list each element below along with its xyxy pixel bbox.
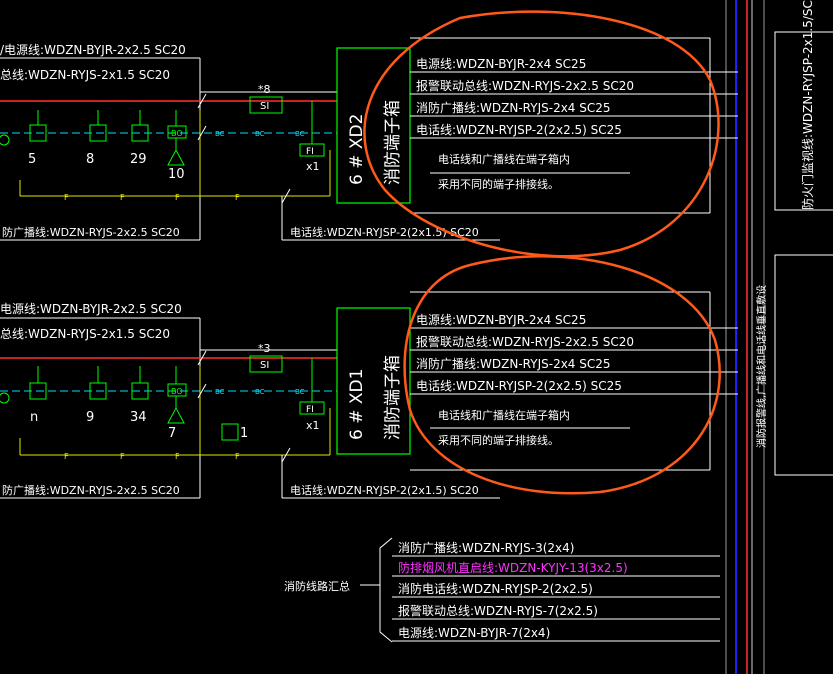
bc-label: BC xyxy=(295,388,305,396)
annotation-circle-upper xyxy=(363,10,720,258)
device-count: 7 xyxy=(168,426,176,441)
upper-right-label: 电源线:WDZN-BYJR-2x4 SC25 xyxy=(416,57,586,71)
annotation-circle-lower xyxy=(403,255,721,495)
upper-bottom-right-label: 电话线:WDZN-RYJSP-2(2x1.5) SC20 xyxy=(290,225,479,239)
si-count: *3 xyxy=(258,342,271,355)
si-module xyxy=(249,355,283,373)
f-label: F xyxy=(120,452,125,461)
summary-title: 消防线路汇总 xyxy=(284,579,350,593)
bo-label: BO xyxy=(171,387,183,396)
lower-right-label: 消防广播线:WDZN-RYJS-2x4 SC25 xyxy=(416,356,611,371)
upper-left-label-2: 总线:WDZN-RYJS-2x1.5 SC20 xyxy=(0,68,170,82)
box-sub: 消防端子箱 xyxy=(383,100,403,185)
box-name: 6 # XD2 xyxy=(347,114,367,185)
bc-label: BC xyxy=(215,388,225,396)
lower-right-label: 电话线:WDZN-RYJSP-2(2x2.5) SC25 xyxy=(416,379,622,393)
device-circle-icon xyxy=(0,392,10,404)
summary-line: 消防广播线:WDZN-RYJS-3(2x4) xyxy=(398,540,574,555)
f-label: F xyxy=(64,193,69,202)
si-label: SI xyxy=(260,360,269,371)
device-count: 9 xyxy=(86,410,94,425)
riser-mid-text: 消防报警线,广播线和电话线垂直敷设 xyxy=(755,285,768,448)
lower-note-2: 采用不同的端子排接线。 xyxy=(438,433,559,447)
device-count: 5 xyxy=(28,152,36,167)
device-count: n xyxy=(30,410,38,425)
terminal-box-xd1 xyxy=(336,307,411,455)
summary-line: 消防电话线:WDZN-RYJSP-2(2x2.5) xyxy=(398,581,593,596)
box-sub: 消防端子箱 xyxy=(383,355,403,440)
device-circle-icon xyxy=(0,134,10,146)
bo-label: BO xyxy=(171,129,183,138)
f-label: F xyxy=(64,452,69,461)
f-label: F xyxy=(120,193,125,202)
riser-lines xyxy=(725,0,765,674)
upper-right-label: 电话线:WDZN-RYJSP-2(2x2.5) SC25 xyxy=(416,123,622,137)
lower-left-label-2: 总线:WDZN-RYJS-2x1.5 SC20 xyxy=(0,327,170,341)
si-label: SI xyxy=(260,101,269,112)
lower-bottom-right-label: 电话线:WDZN-RYJSP-2(2x1.5) SC20 xyxy=(290,483,479,497)
bc-label: BC xyxy=(255,130,265,138)
upper-note-2: 采用不同的端子排接线。 xyxy=(438,177,559,191)
bo-module-icon xyxy=(167,125,187,139)
f-label: F xyxy=(175,193,180,202)
f-label: F xyxy=(235,193,240,202)
right-box-lower xyxy=(774,254,833,476)
upper-block: 防广播线:WDZN-RYJS-2x2.5 SC20 电话线:WDZN-RYJSP… xyxy=(0,37,738,241)
bc-label: BC xyxy=(255,388,265,396)
speaker-icon xyxy=(167,148,185,166)
phone-icon xyxy=(221,423,239,441)
upper-right-label: 消防广播线:WDZN-RYJS-2x4 SC25 xyxy=(416,100,611,115)
annotation-circles xyxy=(363,10,721,495)
fi-label: FI xyxy=(306,405,314,415)
device-count: 8 xyxy=(86,152,94,167)
summary-line: 电源线:WDZN-BYJR-7(2x4) xyxy=(398,626,550,640)
device-count: 29 xyxy=(130,152,147,167)
upper-right-label: 报警联动总线:WDZN-RYJS-2x2.5 SC20 xyxy=(416,78,634,93)
upper-note-1: 电话线和广播线在端子箱内 xyxy=(438,152,570,166)
summary-line: 防排烟风机直启线:WDZN-KYJY-13(3x2.5) xyxy=(398,560,628,575)
bc-label: BC xyxy=(295,130,305,138)
fi-count: x1 xyxy=(306,160,320,173)
bc-label: BC xyxy=(215,130,225,138)
device-count: 10 xyxy=(168,167,185,182)
device-count: 1 xyxy=(240,426,248,441)
si-count: *8 xyxy=(258,83,271,96)
summary-line: 报警联动总线:WDZN-RYJS-7(2x2.5) xyxy=(398,603,598,618)
device-count: 34 xyxy=(130,410,147,425)
lower-block: 防广播线:WDZN-RYJS-2x2.5 SC20 电话线:WDZN-RYJSP… xyxy=(0,291,738,499)
f-label: F xyxy=(235,452,240,461)
lower-right-label: 报警联动总线:WDZN-RYJS-2x2.5 SC20 xyxy=(416,334,634,349)
terminal-box-xd2 xyxy=(336,47,411,204)
right-box-text: 防火门监视线:WDZN-RYJSP-2x1.5/SC20 WC xyxy=(800,0,815,210)
si-module xyxy=(249,96,283,114)
fi-label: FI xyxy=(306,147,314,157)
box-name: 6 # XD1 xyxy=(347,369,367,440)
summary-block: 消防线路汇总 消防广播线:WDZN-RYJS-3(2x4) 防排烟风机直启线:W… xyxy=(284,537,720,643)
speaker-icon xyxy=(167,406,185,424)
upper-bottom-left-label: 防广播线:WDZN-RYJS-2x2.5 SC20 xyxy=(2,225,180,239)
f-label: F xyxy=(175,452,180,461)
upper-left-label-1: /电源线:WDZN-BYJR-2x2.5 SC20 xyxy=(0,43,186,57)
lower-right-label: 电源线:WDZN-BYJR-2x4 SC25 xyxy=(416,313,586,327)
lower-note-1: 电话线和广播线在端子箱内 xyxy=(438,408,570,422)
bo-module-icon xyxy=(167,383,187,397)
fi-count: x1 xyxy=(306,419,320,432)
lower-left-label-1: 电源线:WDZN-BYJR-2x2.5 SC20 xyxy=(0,302,182,316)
lower-bottom-left-label: 防广播线:WDZN-RYJS-2x2.5 SC20 xyxy=(2,483,180,497)
right-box xyxy=(774,31,833,211)
